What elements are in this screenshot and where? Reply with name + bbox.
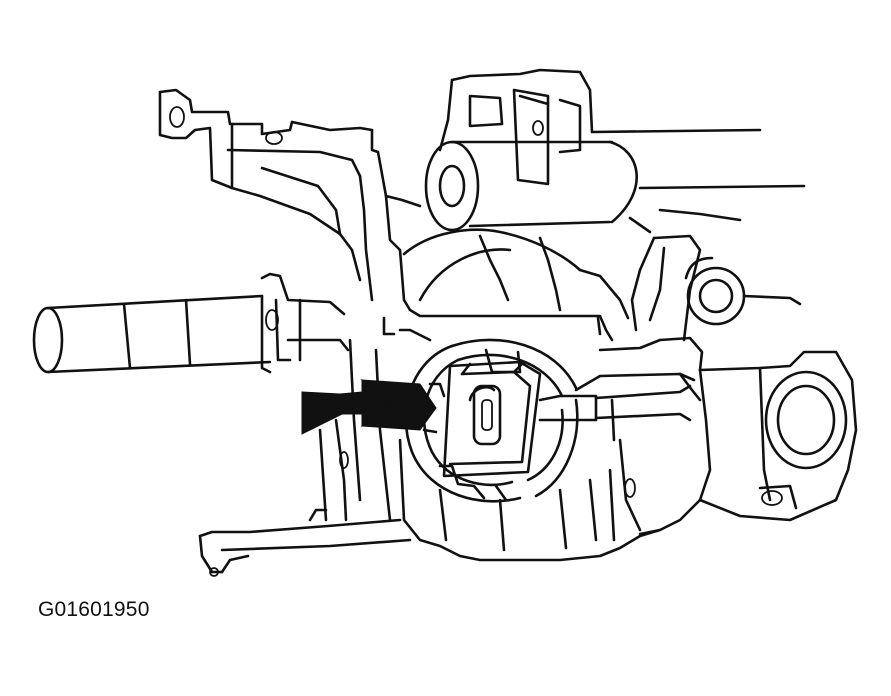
pointer-arrow-icon [301, 378, 437, 435]
tilt-mechanism [598, 234, 802, 372]
figure-id-label: G01601950 [38, 598, 150, 621]
upper-mounting-bracket [158, 88, 374, 282]
switch-ring [404, 338, 579, 503]
lower-bracket-rail [198, 338, 412, 577]
lower-right-housing [638, 350, 858, 536]
upper-cylinder-housing [424, 68, 806, 234]
switch-connector [442, 360, 542, 478]
central-lower-body [398, 398, 662, 562]
column-housing [358, 128, 630, 342]
left-shaft [32, 272, 350, 374]
cable-extension [538, 372, 702, 422]
